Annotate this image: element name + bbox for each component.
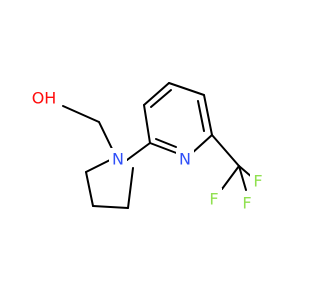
- bond-pyc5-pyc6-inner: [197, 100, 205, 132]
- bond-pyc6-cf3: [211, 134, 240, 167]
- bond-cf3-f2: [238, 165, 247, 191]
- pyridine-nitrogen-label: N: [179, 150, 191, 169]
- bond-group: [62, 82, 254, 209]
- label-mask: [176, 148, 194, 170]
- hydroxyl-label: OH: [32, 89, 57, 108]
- bond-cf3-f1: [221, 165, 240, 190]
- bond-pyc5-pyc6: [203, 94, 213, 136]
- fluorine-label-1: F: [209, 190, 218, 209]
- bond-pyc4-pyc5: [168, 82, 205, 96]
- fluorine-label-2: F: [242, 194, 251, 213]
- bond-o-ch2: [62, 105, 100, 123]
- bond-pyn-pyc2: [149, 142, 180, 155]
- bond-pyc2-pyc3: [143, 104, 151, 144]
- atom-label-group: OH N N F F F: [28, 86, 266, 214]
- bond-pyc3-pyc4-inner: [150, 89, 172, 108]
- label-mask: [109, 148, 127, 170]
- label-mask: [28, 86, 58, 108]
- bond-c3-c4: [85, 171, 94, 207]
- pyrrolidine-nitrogen-label: N: [112, 150, 124, 169]
- bond-c4-c5: [92, 205, 129, 209]
- structure-diagram: OH N N F F F: [28, 82, 266, 214]
- bond-pyn-pyc2-inner: [155, 138, 177, 148]
- fluorine-label-3: F: [253, 172, 262, 191]
- bond-pyc6-pyn: [190, 134, 213, 155]
- label-mask: [206, 188, 222, 210]
- bond-pyc3-pyc4: [143, 82, 170, 106]
- bond-c5-n: [127, 167, 134, 209]
- molecule-canvas: OH N N F F F: [28, 82, 266, 214]
- label-mask: [250, 170, 266, 192]
- bond-n-pyc2: [126, 142, 151, 161]
- label-mask: [239, 192, 255, 214]
